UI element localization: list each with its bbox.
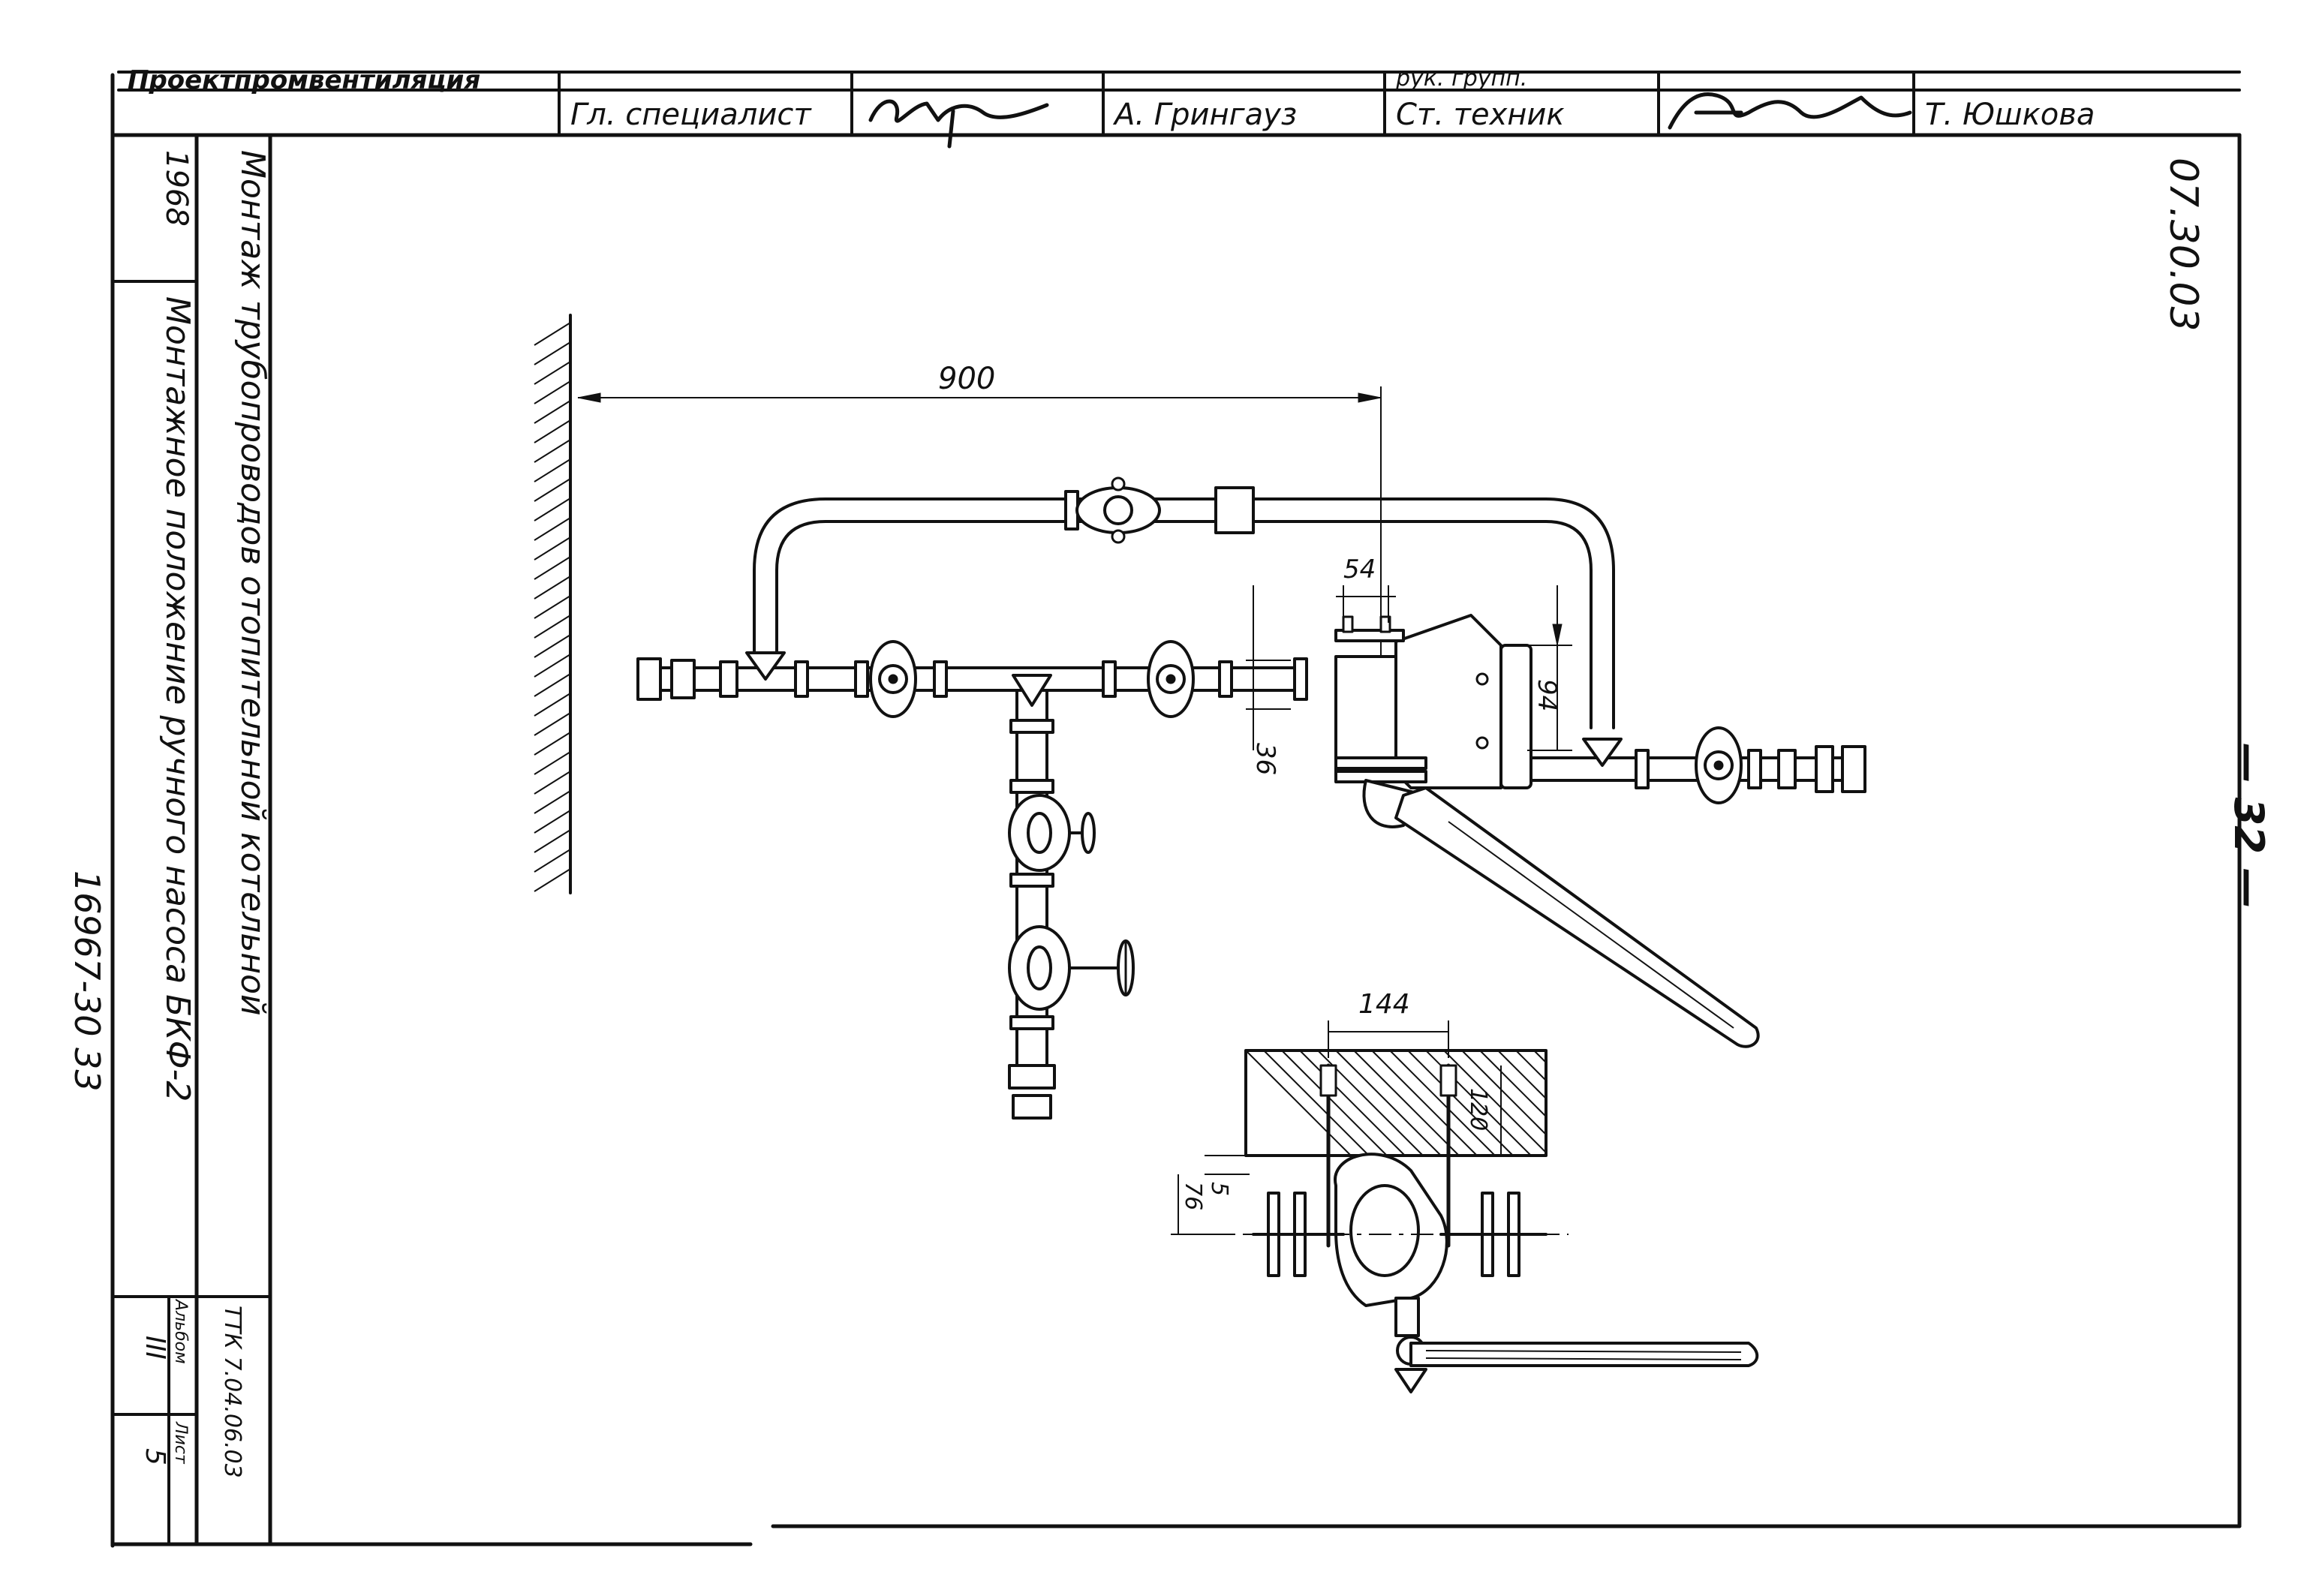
dimension-900: 900 [577,362,1382,758]
dimension-5: 5 [1205,1155,1250,1196]
dimension-120: 120 [1465,1066,1502,1156]
wall-hatch-line [534,849,571,873]
dim-144-label: 144 [1358,989,1410,1020]
dim-76-label: 76 [1180,1182,1206,1210]
wall-hatch-line [534,654,571,678]
sheet-label: Лист [171,1421,190,1465]
dimension-36: 36 [1246,585,1291,775]
slab-hatch-line [1407,1050,1514,1156]
name-chief-specialist: А. Грингауз [1112,98,1297,132]
slab-hatch-line [1263,1050,1370,1156]
wall-hatch-line [534,751,571,775]
signature-chief-specialist [868,99,1049,149]
year-label: 1968 [159,150,194,227]
sheet-frame [110,71,2242,1548]
wall-hatch-line [534,576,571,600]
wall-hatch-line [534,790,571,814]
sheet-number: 5 [140,1448,170,1465]
wall-hatch-line [534,478,571,502]
album-label: Альбом [171,1298,190,1364]
hand-pump-plan [1334,614,1760,1048]
wall-hatch-line [534,868,571,892]
wall-hatch-line [534,693,571,717]
wall-hatching [534,314,572,894]
section-view [1201,1049,1759,1393]
wall-hatch-line [534,322,571,346]
dim-5-label: 5 [1206,1182,1232,1196]
wall-hatch-line [534,556,571,580]
pump-lever [1394,786,1760,1048]
dim-36-label: 36 [1250,743,1280,775]
slab-hatch-line [1371,1050,1478,1156]
title-block: Проектпромвентиляция рук. групп. Гл. спе… [128,65,2241,149]
wall-hatch-line [534,419,571,443]
dimension-76: 76 [1171,1174,1231,1235]
slab-hatch-line [1479,1050,1547,1117]
inventory-number: 16967-30 33 [67,870,107,1092]
gate-valve-left [869,640,917,718]
role-chief-specialist: Гл. специалист [570,98,812,132]
slab-hatch-line [1461,1050,1547,1135]
wall-hatch-line [534,771,571,795]
project-title: Монтаж трубопроводов отопительной котель… [233,150,272,1016]
wall-hatch-line [534,829,571,853]
wall-hatch-line [534,712,571,736]
wall-hatch-line [534,439,571,463]
dimension-94: 94 [1527,585,1572,751]
wall-hatch-line [534,341,571,365]
wall-hatch-line [534,537,571,561]
wall-hatch-line [534,615,571,639]
wall-hatch-line [534,634,571,658]
slab-hatch-line [1515,1050,1547,1081]
wall-hatch-line [534,497,571,521]
signature-senior-technician [1668,92,1912,130]
wall-hatch-line [534,732,571,756]
slab-hatch-line [1245,1050,1352,1156]
drawing-title: Монтажное положение ручного насоса БКФ-2 [158,296,197,1102]
dimension-144: 144 [1328,989,1449,1058]
slab-hatch-line [1335,1050,1442,1156]
dim-120-label: 120 [1465,1088,1491,1131]
wall-hatch-line [534,458,571,482]
name-senior-technician: Т. Юшкова [1925,98,2095,132]
gate-valve-middle [1147,640,1195,718]
top-row-partial-label: рук. групп. [1395,65,1527,92]
slab-hatch-line [1353,1050,1460,1156]
dim-54-label: 54 [1343,555,1376,585]
globe-valve-upper [1008,794,1096,872]
wall-hatch-line [534,595,571,619]
wall-hatch-line [534,380,571,404]
wall-hatch-line [534,517,571,541]
slab-hatch-line [1533,1050,1547,1063]
slab-hatch-line [1443,1050,1547,1153]
wall-hatch-line [534,400,571,424]
gate-valve-top [1075,476,1161,544]
gate-valve-right [1695,726,1743,804]
wall-hatch-line [534,361,571,385]
slab-hatch-line [1299,1050,1406,1156]
dimension-54: 54 [1336,555,1396,623]
wall-hatch-line [534,673,571,697]
catalog-number: ТТК 7.04.06.03 [219,1306,245,1478]
dim-900-label: 900 [938,362,995,396]
album-number: III [140,1336,170,1360]
wall-hatch-line [534,810,571,834]
page-number: — 32 — [2225,743,2272,909]
section-lever [1409,1342,1759,1367]
globe-valve-lower [1008,925,1135,1011]
slab-hatch-line [1497,1050,1547,1099]
left-panel: 1968 Монтаж трубопроводов отопительной к… [67,133,272,1546]
sheet-code: 07.30.03 [2161,158,2206,332]
slab-hatch-line [1389,1050,1496,1156]
org-name: Проектпромвентиляция [128,65,480,95]
role-senior-technician: Ст. техник [1396,98,1565,132]
dim-94-label: 94 [1532,679,1562,711]
main-pipeline [636,486,1866,1120]
slab-hatch-line [1281,1050,1388,1156]
